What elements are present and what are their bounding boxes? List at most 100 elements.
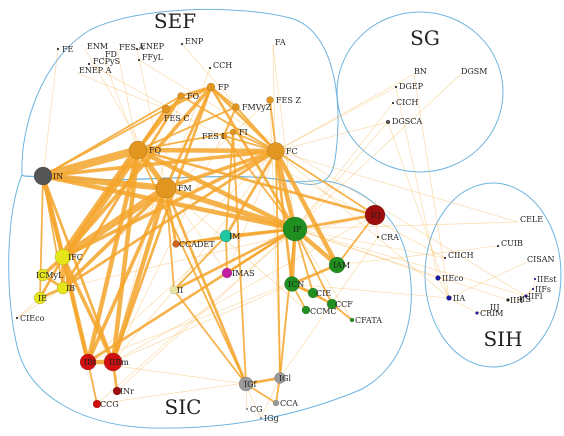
node-circle[interactable]: [56, 47, 60, 51]
node-igg[interactable]: IGg: [259, 414, 279, 423]
node-circle[interactable]: [531, 287, 535, 291]
node-cca[interactable]: CCA: [272, 399, 298, 408]
node-cg[interactable]: CG: [245, 405, 263, 414]
node-fd[interactable]: FD: [105, 50, 117, 59]
node-circle[interactable]: [475, 311, 479, 315]
node-circle[interactable]: [238, 376, 254, 392]
node-circle[interactable]: [15, 316, 19, 320]
node-cfata[interactable]: CFATA: [349, 316, 382, 325]
node-fm[interactable]: FM: [155, 177, 192, 199]
node-circle[interactable]: [79, 353, 97, 371]
node-circle[interactable]: [307, 287, 319, 299]
node-circle[interactable]: [533, 277, 537, 281]
node-circle[interactable]: [232, 103, 240, 111]
node-enep[interactable]: ENEP: [135, 42, 165, 51]
node-imas[interactable]: IMAS: [221, 267, 255, 279]
node-icmyl[interactable]: ICMyL: [36, 268, 64, 282]
node-iih[interactable]: IIH: [506, 296, 524, 305]
node-circle[interactable]: [219, 229, 233, 243]
node-circle[interactable]: [180, 42, 184, 46]
node-iia[interactable]: IIA: [446, 294, 466, 303]
node-circle[interactable]: [112, 386, 122, 396]
node-circle[interactable]: [349, 317, 355, 323]
node-ib[interactable]: IB: [56, 281, 75, 295]
node-bn[interactable]: BN: [414, 67, 427, 76]
node-circle[interactable]: [169, 285, 179, 295]
node-crim[interactable]: CRIM: [475, 309, 504, 318]
node-circle[interactable]: [137, 58, 141, 62]
node-ciich[interactable]: CIICH: [443, 251, 474, 260]
node-cuib[interactable]: CUIB: [496, 239, 523, 248]
node-circle[interactable]: [33, 166, 53, 186]
node-circle[interactable]: [208, 66, 212, 70]
node-circle[interactable]: [92, 399, 102, 409]
node-iam[interactable]: IAM: [328, 256, 350, 274]
node-circle[interactable]: [272, 399, 280, 407]
node-in[interactable]: IN: [33, 166, 63, 186]
node-fq[interactable]: FQ: [128, 140, 162, 160]
node-circle[interactable]: [103, 352, 123, 372]
node-fe[interactable]: FE: [56, 45, 74, 54]
node-circle[interactable]: [385, 119, 391, 125]
node-fa[interactable]: FA: [275, 38, 286, 47]
node-igf[interactable]: IGf: [238, 376, 258, 392]
node-circle[interactable]: [435, 275, 441, 281]
node-circle[interactable]: [177, 92, 185, 100]
node-circle[interactable]: [36, 268, 50, 282]
node-fi[interactable]: FI: [229, 128, 248, 137]
node-circle[interactable]: [284, 276, 300, 292]
node-circle[interactable]: [245, 407, 249, 411]
node-circle[interactable]: [206, 82, 216, 92]
node-cele[interactable]: CELE: [520, 215, 543, 224]
node-circle[interactable]: [135, 47, 139, 51]
node-circle[interactable]: [506, 298, 510, 302]
node-circle[interactable]: [282, 216, 308, 242]
node-fes_a[interactable]: FES A: [119, 43, 144, 52]
node-cieco[interactable]: CIEco: [15, 314, 45, 323]
node-circle[interactable]: [172, 240, 180, 248]
node-circle[interactable]: [326, 298, 338, 310]
node-circle[interactable]: [301, 305, 311, 315]
node-fc[interactable]: FC: [267, 142, 298, 160]
node-inr[interactable]: INr: [112, 386, 134, 396]
node-dgsca[interactable]: DGSCA: [385, 117, 422, 126]
node-fo[interactable]: FO: [177, 92, 200, 101]
node-fes_z[interactable]: FES Z: [266, 96, 302, 105]
node-circle[interactable]: [259, 416, 263, 420]
node-enep_a[interactable]: ENEP A: [79, 66, 112, 75]
node-iibm[interactable]: IIBm: [103, 352, 129, 372]
node-circle[interactable]: [376, 235, 380, 239]
node-cra[interactable]: CRA: [376, 233, 399, 242]
node-ii[interactable]: II: [169, 285, 183, 295]
node-if[interactable]: IF: [282, 216, 308, 242]
node-enp[interactable]: ENP: [180, 37, 204, 46]
node-circle[interactable]: [524, 294, 528, 298]
node-circle[interactable]: [364, 204, 386, 226]
node-circle[interactable]: [328, 256, 346, 274]
node-iifl[interactable]: IIFl: [524, 292, 543, 301]
node-enm[interactable]: ENM: [87, 42, 108, 51]
node-dgep[interactable]: DGEP: [394, 82, 424, 91]
node-circle[interactable]: [267, 142, 285, 160]
node-circle[interactable]: [519, 297, 523, 301]
node-cch[interactable]: CCH: [208, 61, 232, 70]
node-ibt[interactable]: IBt: [79, 353, 97, 371]
node-iq[interactable]: IQ: [364, 204, 386, 226]
node-circle[interactable]: [274, 372, 286, 384]
node-fes_i[interactable]: FES I: [202, 132, 228, 141]
node-circle[interactable]: [87, 62, 91, 66]
node-iifs[interactable]: IIFs: [531, 285, 551, 294]
node-ccg[interactable]: CCG: [92, 399, 119, 409]
node-ie[interactable]: IE: [33, 291, 47, 305]
node-ffyl[interactable]: FFyL: [137, 53, 164, 62]
node-circle[interactable]: [128, 140, 148, 160]
node-circle[interactable]: [266, 96, 274, 104]
node-fes_c[interactable]: FES C: [161, 104, 190, 123]
node-fcpys[interactable]: FCPyS: [87, 57, 120, 66]
node-circle[interactable]: [155, 177, 177, 199]
node-circle[interactable]: [33, 291, 47, 305]
node-circle[interactable]: [394, 85, 398, 89]
node-iij[interactable]: IIJ: [490, 303, 500, 312]
node-ccadet[interactable]: CCADET: [172, 240, 216, 249]
node-igl[interactable]: IGl: [274, 372, 292, 384]
